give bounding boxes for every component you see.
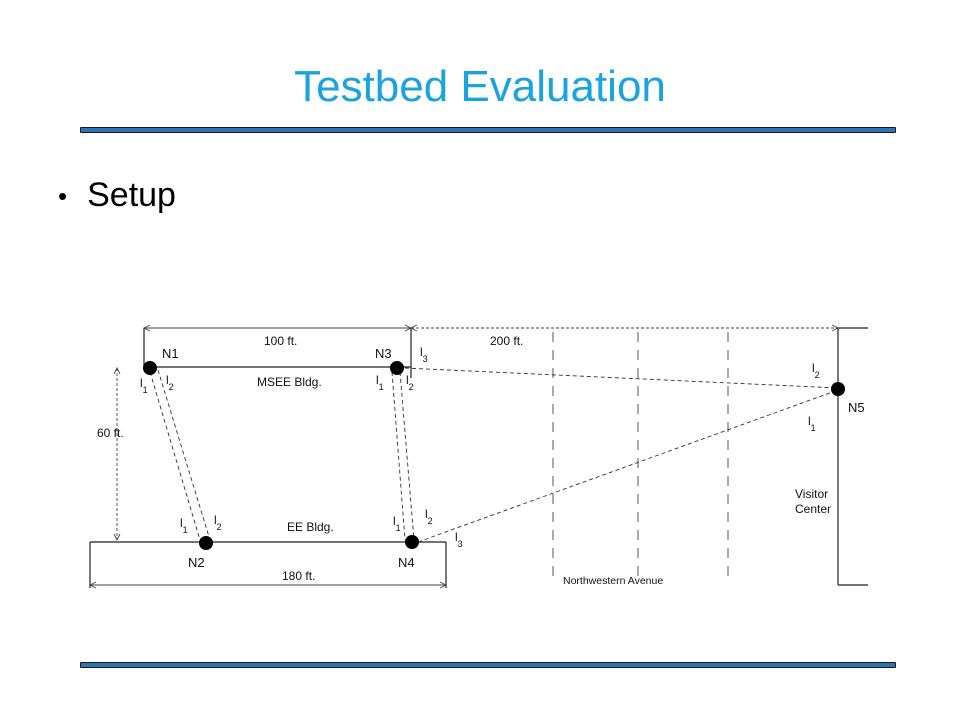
building-label-msee: MSEE Bldg. xyxy=(257,375,322,389)
node-n3 xyxy=(390,361,404,375)
node-label-n5: N5 xyxy=(848,400,865,415)
node-label-n1: N1 xyxy=(162,346,179,361)
svg-text:l3: l3 xyxy=(455,530,463,549)
bullet-dot-icon: • xyxy=(58,180,68,211)
node-label-n4: N4 xyxy=(398,555,415,570)
svg-text:l2: l2 xyxy=(812,361,820,380)
street-label: Northwestern Avenue xyxy=(563,575,663,587)
dimension-180ft: 180 ft. xyxy=(282,569,315,583)
svg-text:l1: l1 xyxy=(140,376,148,395)
bullet-text: Setup xyxy=(87,176,176,214)
svg-text:l2: l2 xyxy=(425,507,433,526)
svg-text:l2: l2 xyxy=(406,373,414,392)
title-rule xyxy=(80,127,896,133)
building-label-visitor: Visitor xyxy=(795,487,828,501)
dimension-60ft: 60 ft. xyxy=(97,426,124,440)
svg-text:l1: l1 xyxy=(376,373,384,392)
wireless-links xyxy=(149,367,839,543)
node-n1 xyxy=(143,361,157,375)
svg-text:l1: l1 xyxy=(808,414,816,433)
node-label-n2: N2 xyxy=(188,555,205,570)
visitor-center-outline xyxy=(837,327,868,586)
footer-rule xyxy=(80,662,896,668)
svg-text:l2: l2 xyxy=(166,373,174,392)
svg-text:l1: l1 xyxy=(393,514,401,533)
street-lines xyxy=(552,332,729,582)
bullet-item: • Setup xyxy=(58,176,176,215)
nodes xyxy=(143,361,845,550)
dimension-100ft: 100 ft. xyxy=(264,334,297,348)
svg-text:l2: l2 xyxy=(214,513,222,532)
svg-text:l1: l1 xyxy=(180,516,188,535)
ee-building-outline xyxy=(89,541,447,588)
building-label-center: Center xyxy=(795,502,831,516)
building-label-ee: EE Bldg. xyxy=(287,520,334,534)
slide-title: Testbed Evaluation xyxy=(294,62,666,111)
node-n2 xyxy=(199,536,213,550)
dimension-200ft: 200 ft. xyxy=(490,334,523,348)
node-label-n3: N3 xyxy=(375,346,392,361)
dimension-lines xyxy=(88,324,840,589)
node-n4 xyxy=(405,535,419,549)
node-n5 xyxy=(831,382,845,396)
msee-building-outline xyxy=(143,328,412,378)
link-labels: l1 l2 l1 l2 l3 l2 l1 l1 l2 l1 l2 l3 xyxy=(140,345,820,549)
svg-text:l3: l3 xyxy=(420,345,428,364)
